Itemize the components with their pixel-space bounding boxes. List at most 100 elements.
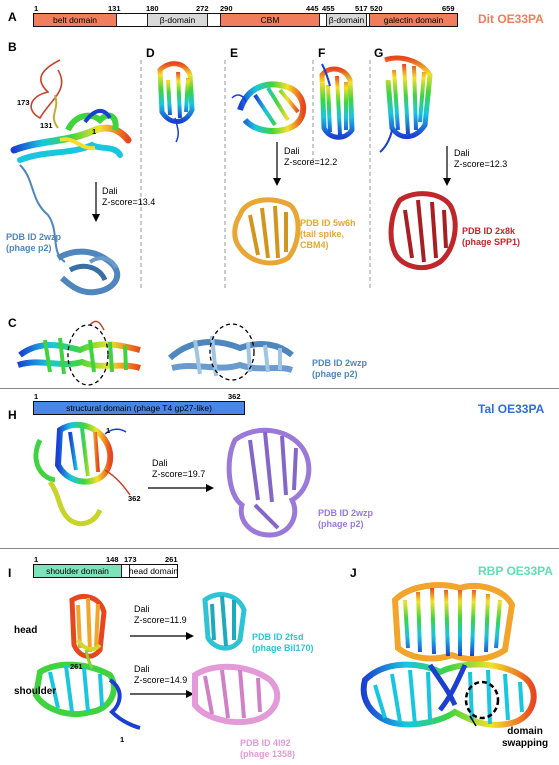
rbp-gap bbox=[122, 565, 130, 577]
panel-label-i: I bbox=[8, 566, 12, 580]
panel-i-pdb2-line2: (phage 1358) bbox=[240, 749, 296, 759]
panel-j-annotation-line2: swapping bbox=[502, 738, 549, 749]
panel-b-res-173: 173 bbox=[17, 98, 30, 107]
dit-tick-445: 445 bbox=[306, 4, 319, 13]
panel-i-dali2-line1: Dali bbox=[134, 664, 150, 674]
panel-h-dali-line2: Z-score=19.7 bbox=[152, 469, 206, 479]
panel-i-shoulder-label: shoulder bbox=[14, 686, 57, 697]
dit-tick-520: 520 bbox=[370, 4, 383, 13]
panel-h-res-362: 362 bbox=[128, 494, 141, 503]
dit-beta-domain-2-label: β-domain bbox=[328, 15, 365, 25]
rbp-shoulder-domain-label: shoulder domain bbox=[46, 566, 109, 576]
panel-b-pdb-line2: (phage p2) bbox=[6, 243, 52, 253]
panel-i-dali1-line2: Z-score=11.9 bbox=[134, 615, 187, 625]
rbp-tick-261: 261 bbox=[165, 555, 178, 564]
dit-gap-2 bbox=[208, 14, 221, 26]
panel-h-dali-label: Dali Z-score=19.7 bbox=[152, 458, 205, 480]
panel-e-pdb-line2: (tail spike, bbox=[300, 229, 345, 239]
panel-e-dali-label: Dali Z-score=12.2 bbox=[284, 146, 337, 168]
panel-label-g: G bbox=[374, 46, 384, 60]
panel-g-pdb-line1: PDB ID 2x8k bbox=[462, 226, 516, 236]
dit-cbm-domain-label: CBM bbox=[260, 15, 280, 25]
panel-c-pdb-label: PDB ID 2wzp (phage p2) bbox=[312, 358, 367, 380]
rbp-domain-bar: shoulder domain head domain bbox=[33, 564, 178, 578]
rbp-head-domain-label: head domain bbox=[128, 566, 179, 576]
dit-belt-domain: belt domain bbox=[34, 14, 117, 26]
dit-tick-517: 517 bbox=[355, 4, 368, 13]
tal-tick-1: 1 bbox=[34, 392, 39, 401]
panel-b-pdb-label: PDB ID 2wzp (phage p2) bbox=[6, 232, 61, 254]
panel-b-dali-line2: Z-score=13.4 bbox=[102, 197, 156, 207]
dit-tick-131: 131 bbox=[108, 4, 121, 13]
dit-tick-659: 659 bbox=[442, 4, 455, 13]
dit-tick-455: 455 bbox=[322, 4, 335, 13]
panel-g-pdb-label: PDB ID 2x8k (phage SPP1) bbox=[462, 226, 520, 248]
dit-tick-290: 290 bbox=[220, 4, 233, 13]
panel-i-pdb2-line1: PDB ID 4l92 bbox=[240, 738, 291, 748]
rbp-tick-173: 173 bbox=[124, 555, 137, 564]
tal-domain-bar: structural domain (phage T4 gp27-like) bbox=[33, 401, 245, 415]
panel-h-pdb-label: PDB ID 2wzp (phage p2) bbox=[318, 508, 373, 530]
panel-g-pdb-line2: (phage SPP1) bbox=[462, 237, 521, 247]
panel-h-pdb-line1: PDB ID 2wzp bbox=[318, 508, 374, 518]
panel-i-dali1-label: Dali Z-score=11.9 bbox=[134, 604, 187, 626]
dit-belt-domain-label: belt domain bbox=[53, 15, 97, 25]
dit-title: Dit OE33PA bbox=[478, 12, 544, 26]
panel-label-j: J bbox=[350, 566, 357, 580]
panel-i-dali2-line2: Z-score=14.9 bbox=[134, 675, 188, 685]
panel-b-dali-label: Dali Z-score=13.4 bbox=[102, 186, 155, 208]
rbp-title: RBP OE33PA bbox=[478, 564, 553, 578]
rbp-head-domain: head domain bbox=[128, 565, 179, 577]
panel-j-annotation: domain swapping bbox=[502, 726, 548, 750]
panel-label-a: A bbox=[8, 10, 17, 24]
panel-label-e: E bbox=[230, 46, 239, 60]
panel-i-res-261: 261 bbox=[70, 662, 83, 671]
dit-beta-domain-1: β-domain bbox=[148, 14, 208, 26]
panel-i-pdb2-label: PDB ID 4l92 (phage 1358) bbox=[240, 738, 295, 760]
panel-i-pdb1-line1: PDB ID 2fsd bbox=[252, 632, 304, 642]
panel-label-d: D bbox=[146, 46, 155, 60]
separator-2 bbox=[0, 548, 559, 549]
dit-gap-4 bbox=[367, 14, 370, 26]
panel-c-pdb-line1: PDB ID 2wzp bbox=[312, 358, 368, 368]
panel-b-dali-line1: Dali bbox=[102, 186, 118, 196]
rbp-tick-148: 148 bbox=[106, 555, 119, 564]
panel-j-annotation-line1: domain bbox=[507, 726, 543, 737]
panel-e-dali-line2: Z-score=12.2 bbox=[284, 157, 338, 167]
tal-title: Tal OE33PA bbox=[478, 402, 545, 416]
panel-g-dali-line2: Z-score=12.3 bbox=[454, 159, 508, 169]
separator-1 bbox=[0, 388, 559, 389]
panel-b-pdb-line1: PDB ID 2wzp bbox=[6, 232, 62, 242]
panel-e-pdb-line3: CBM4) bbox=[300, 240, 329, 250]
panel-i-pdb1-label: PDB ID 2fsd (phage Bil170) bbox=[252, 632, 314, 654]
panel-label-h: H bbox=[8, 408, 17, 422]
panel-e-pdb-label: PDB ID 5w6h (tail spike, CBM4) bbox=[300, 218, 356, 251]
dit-beta-domain-2: β-domain bbox=[327, 14, 367, 26]
panel-i-dali2-label: Dali Z-score=14.9 bbox=[134, 664, 187, 686]
dit-tick-180: 180 bbox=[146, 4, 159, 13]
dit-gap-3 bbox=[320, 14, 327, 26]
dit-gap-1 bbox=[117, 14, 148, 26]
panel-g-dali-line1: Dali bbox=[454, 148, 470, 158]
panel-c-pdb-line2: (phage p2) bbox=[312, 369, 358, 379]
panel-i-dali1-line1: Dali bbox=[134, 604, 150, 614]
rbp-tick-1: 1 bbox=[34, 555, 39, 564]
dit-domain-bar: belt domain β-domain CBM β-domain galect… bbox=[33, 13, 458, 27]
panel-e-dali-line1: Dali bbox=[284, 146, 300, 156]
panel-h-dali-line1: Dali bbox=[152, 458, 168, 468]
dit-beta-domain-1-label: β-domain bbox=[159, 15, 196, 25]
panel-label-b: B bbox=[8, 40, 17, 54]
dit-galectin-domain-label: galectin domain bbox=[383, 15, 444, 25]
panel-label-c: C bbox=[8, 316, 17, 330]
panel-b-res-131: 131 bbox=[40, 121, 53, 130]
panel-i-res-1: 1 bbox=[120, 735, 125, 744]
tal-tick-362: 362 bbox=[228, 392, 241, 401]
dit-cbm-domain: CBM bbox=[221, 14, 320, 26]
